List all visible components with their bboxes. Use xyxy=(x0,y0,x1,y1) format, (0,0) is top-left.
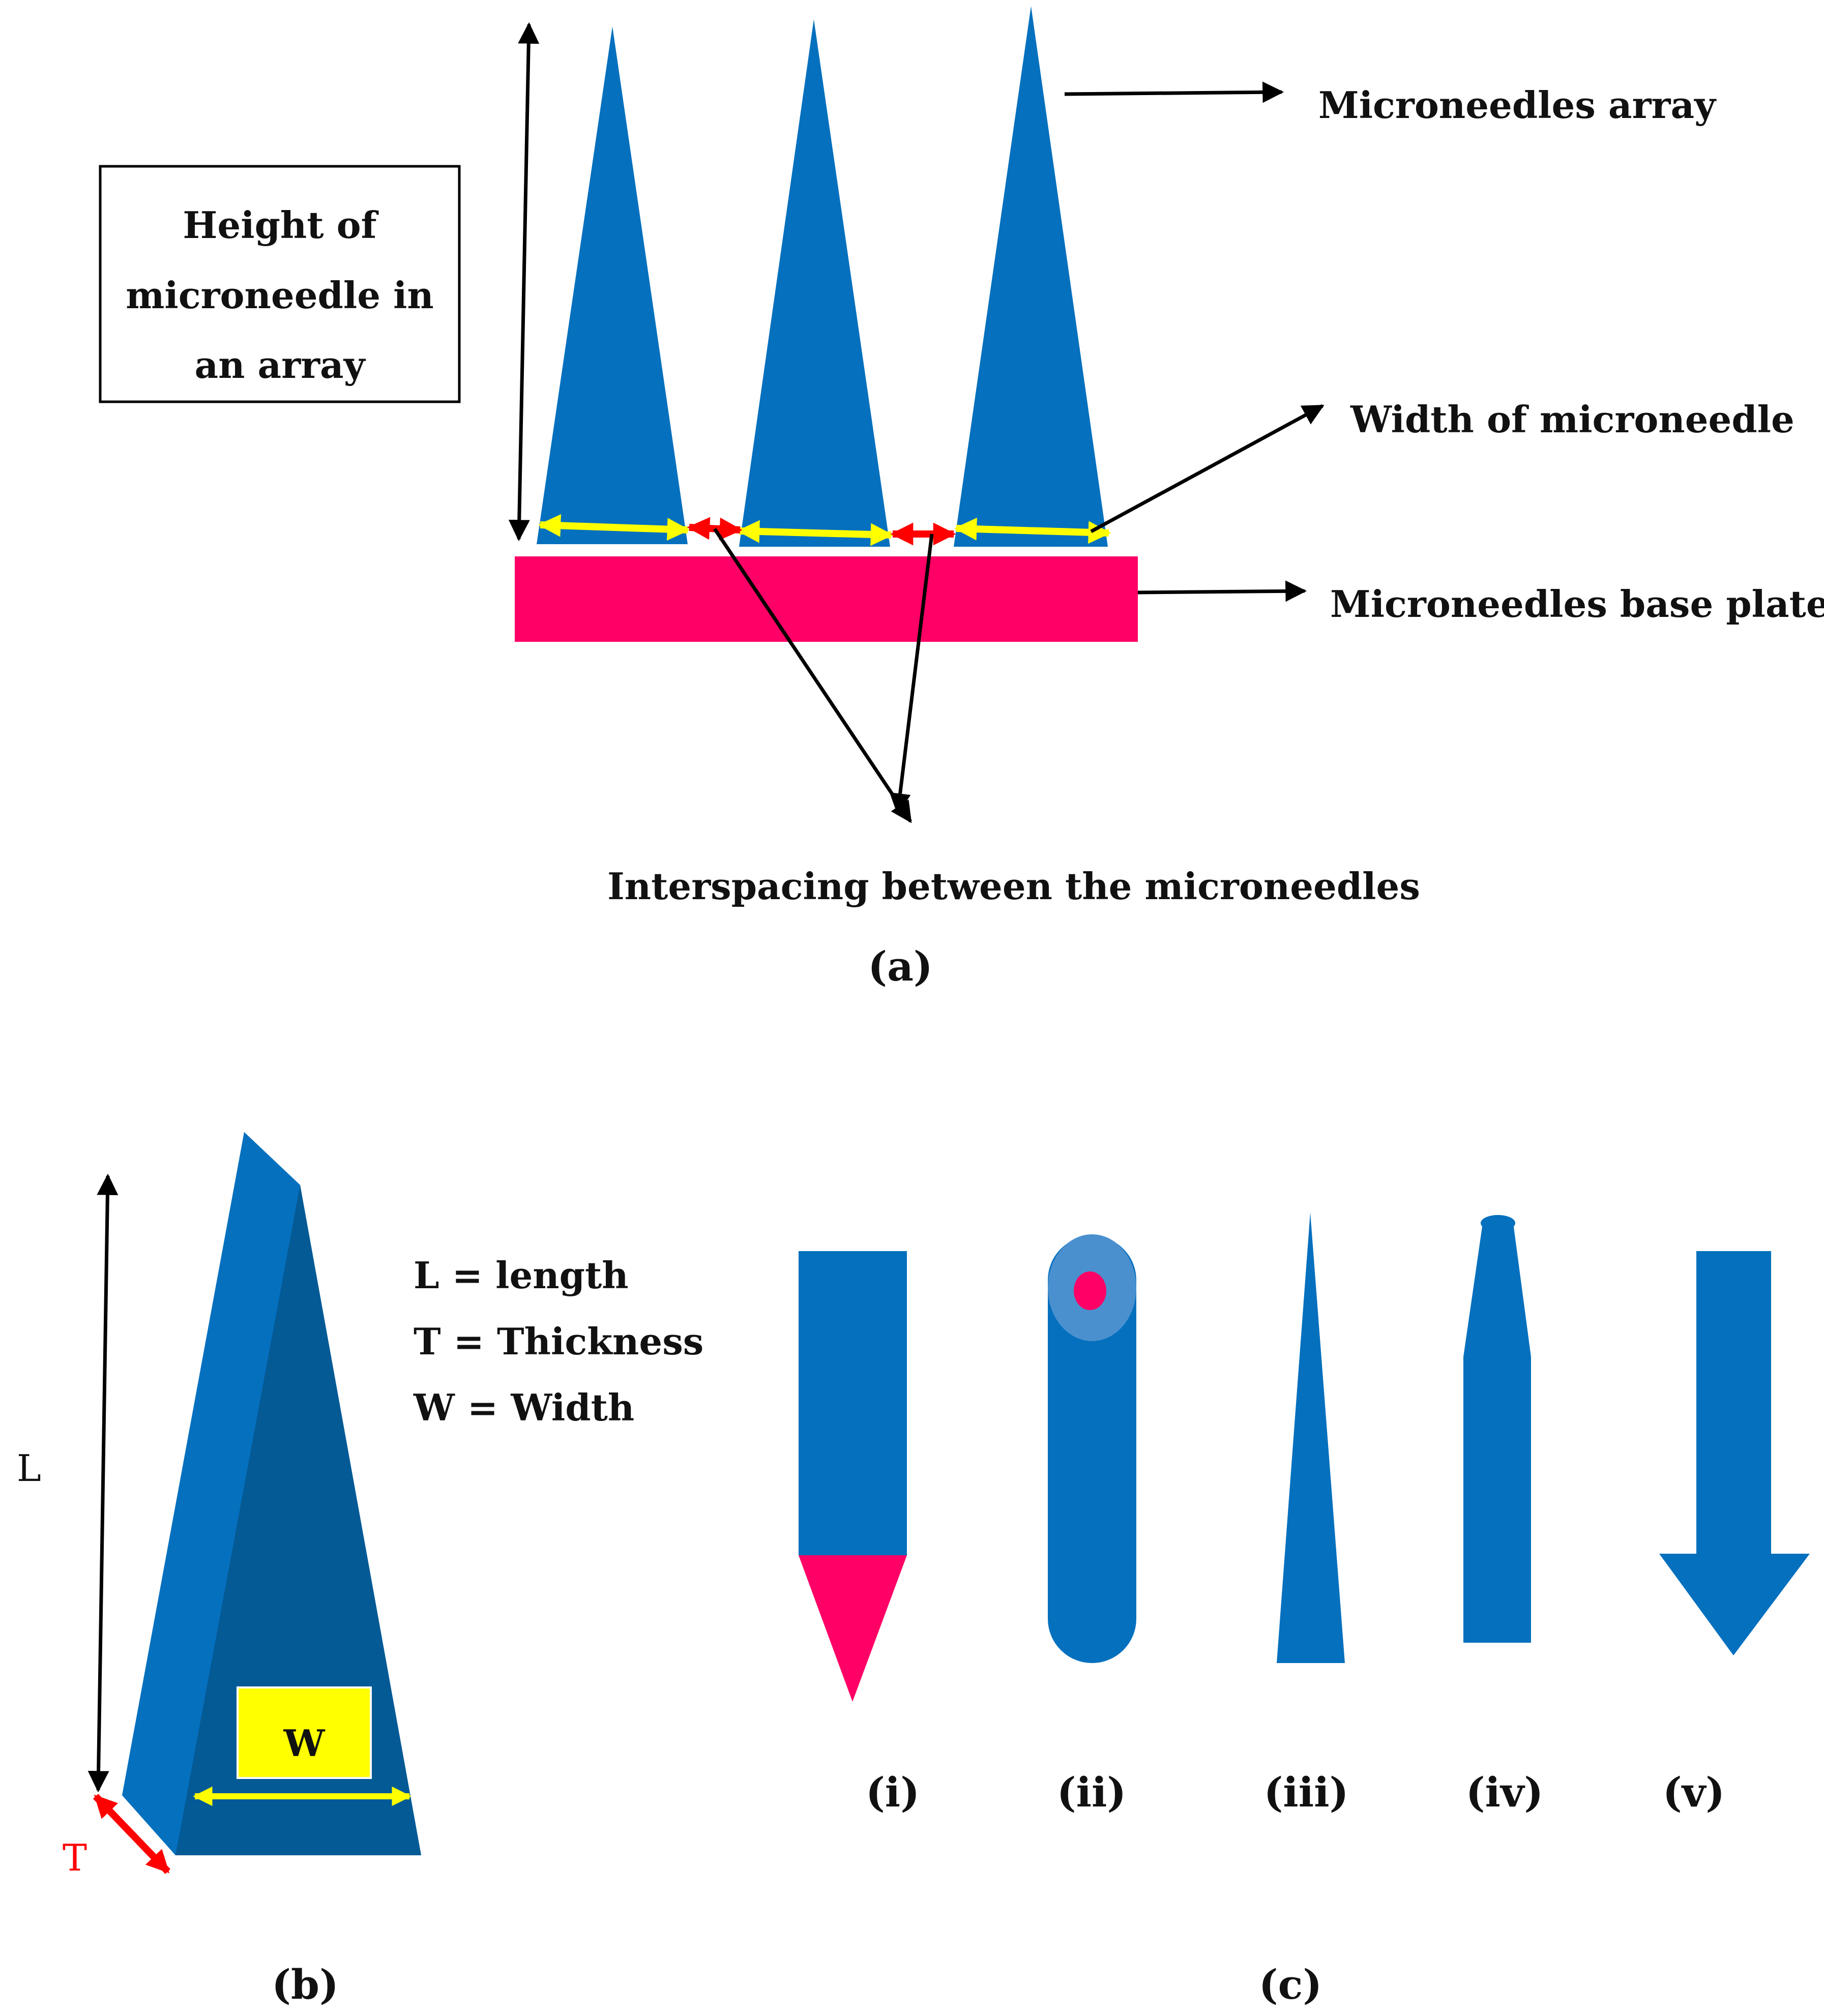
shape-label-v: (v) xyxy=(1663,1768,1725,1816)
rect-needle-red-tip-icon xyxy=(799,1251,907,1702)
spacing-arrow-1 xyxy=(687,517,743,541)
hollow-rounded-needle-icon xyxy=(1048,1234,1136,1663)
height-label-line-3: an array xyxy=(194,343,366,387)
width-pointer-arrow xyxy=(1090,404,1325,533)
length-arrow xyxy=(87,1173,119,1793)
legend-thickness: T = Thickness xyxy=(414,1320,703,1363)
shape-label-ii: (ii) xyxy=(1057,1768,1126,1816)
height-arrow xyxy=(508,22,540,542)
thickness-arrow xyxy=(93,1794,171,1874)
width-arrow-2 xyxy=(737,520,894,546)
spacing-label: Interspacing between the microneedles xyxy=(607,865,1420,908)
blunt-tapered-needle-icon xyxy=(1463,1215,1531,1643)
array-label: Microneedles array xyxy=(1318,83,1717,127)
width-arrow-3 xyxy=(954,517,1111,544)
base-label: Microneedles base plate xyxy=(1330,582,1824,626)
spacing-pointer-arrow-1 xyxy=(713,528,912,823)
microneedle-2 xyxy=(739,19,890,547)
legend-width: W = Width xyxy=(413,1386,634,1429)
height-label-box xyxy=(99,165,461,403)
thickness-symbol: T xyxy=(63,1836,87,1879)
caption-c: (c) xyxy=(1259,1961,1322,2008)
array-pointer-arrow xyxy=(1064,81,1284,103)
shape-label-iv: (iv) xyxy=(1466,1768,1544,1816)
shape-label-iii: (iii) xyxy=(1264,1768,1349,1816)
arrow-head-needle-icon xyxy=(1659,1251,1810,1655)
legend-length: L = length xyxy=(414,1254,629,1297)
pyramid-left-face xyxy=(122,1132,300,1855)
width-arrow-1 xyxy=(538,514,690,541)
height-label-line-2: microneedle in xyxy=(126,274,434,317)
tapered-needle-icon xyxy=(1277,1212,1345,1663)
panel-c: (i) (ii) (iii) (iv) (v) (c) xyxy=(799,1212,1810,2008)
width-symbol: W xyxy=(283,1722,326,1765)
base-plate xyxy=(515,556,1138,642)
spacing-pointer-arrow-2 xyxy=(889,533,934,815)
height-label-line-1: Height of xyxy=(183,203,378,247)
width-symbol-box xyxy=(237,1686,372,1779)
panel-b: L W T L = length T = Thickness W = Width… xyxy=(17,1132,703,2008)
microneedle-3 xyxy=(954,6,1108,547)
shape-label-i: (i) xyxy=(866,1768,920,1816)
base-pointer-arrow xyxy=(1137,580,1307,602)
length-symbol: L xyxy=(17,1447,41,1490)
caption-a: (a) xyxy=(868,942,933,990)
microneedle-1 xyxy=(537,26,688,544)
caption-b: (b) xyxy=(272,1961,339,2008)
panel-a: Height of microneedle in an array Micron… xyxy=(99,6,1824,990)
width-label: Width of microneedle xyxy=(1350,398,1794,441)
